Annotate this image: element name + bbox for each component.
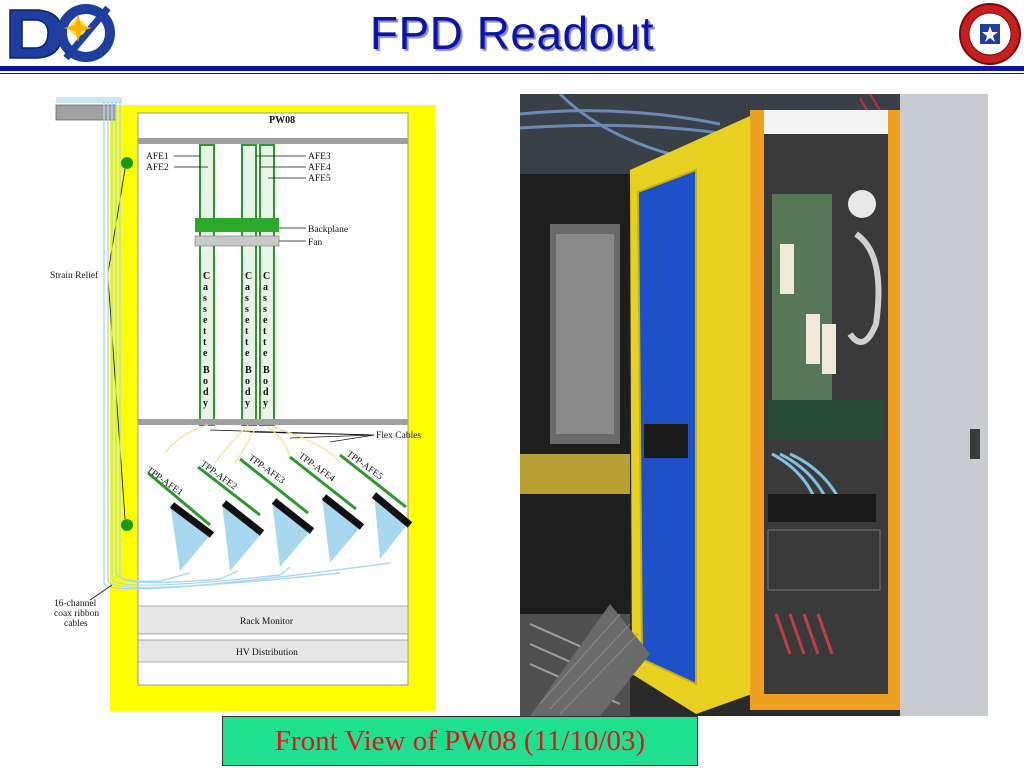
strain-relief-bottom [121, 519, 133, 531]
mid-rail [138, 419, 408, 425]
svg-text:e: e [263, 348, 268, 359]
svg-text:B: B [245, 365, 252, 376]
afe2-label: AFE2 [146, 163, 169, 173]
svg-text:t: t [263, 326, 267, 337]
hv-distribution-label: HV Distribution [236, 648, 298, 658]
coax-ribbon-cables [103, 101, 391, 590]
afe5-label: AFE5 [308, 174, 331, 184]
svg-text:C: C [203, 271, 210, 282]
tpp-board-3 [239, 457, 315, 567]
svg-text:♀: ♀ [28, 32, 36, 43]
afe3-label: AFE3 [308, 152, 331, 162]
svg-text:a: a [203, 282, 208, 293]
fan [194, 235, 280, 247]
svg-text:t: t [203, 326, 207, 337]
title-underline [0, 66, 1024, 71]
svg-text:o: o [245, 376, 250, 387]
photo-caption: Front View of PW08 (11/10/03) [222, 716, 698, 766]
fan-label: Fan [308, 238, 323, 248]
svg-text:B: B [203, 365, 210, 376]
cassette-body-text-2: C a s s e t t e B o d y [245, 271, 252, 409]
svg-text:e: e [203, 315, 208, 326]
rack-photo [519, 92, 988, 716]
svg-text:d: d [203, 387, 209, 398]
tpp-board-1 [147, 471, 215, 571]
svg-text:d: d [245, 387, 251, 398]
top-rail [138, 138, 408, 144]
svg-text:t: t [203, 337, 207, 348]
svg-text:a: a [245, 282, 250, 293]
rack-monitor [137, 605, 409, 635]
flex-cables-label: Flex Cables [376, 431, 421, 441]
strain-relief-label: Strain Relief [50, 270, 99, 281]
svg-text:s: s [263, 304, 267, 315]
tpp-board-5 [339, 453, 413, 559]
rack-label: PW08 [269, 115, 295, 126]
svg-text:e: e [245, 348, 250, 359]
uta-seal-logo [958, 2, 1022, 66]
svg-text:s: s [245, 304, 249, 315]
coax-label-line1: 16-channel [54, 599, 97, 609]
svg-text:o: o [263, 376, 268, 387]
tpp-board-4 [289, 455, 365, 563]
hv-distribution [137, 639, 409, 663]
title-underline-thin [0, 73, 1024, 74]
coax-label-line2: coax ribbon [54, 609, 99, 619]
svg-text:a: a [263, 282, 268, 293]
afe4-label: AFE4 [308, 163, 331, 173]
svg-text:t: t [245, 337, 249, 348]
svg-text:t: t [245, 326, 249, 337]
svg-text:s: s [203, 293, 207, 304]
pw08-rack-diagram: PW08 AFE1 AFE2 AFE3 AFE4 AFE5 Backplane … [50, 93, 450, 713]
svg-text:y: y [245, 398, 250, 409]
svg-text:t: t [263, 337, 267, 348]
flex-cables [164, 424, 341, 464]
svg-text:B: B [263, 365, 270, 376]
slide-title: FPD Readout [369, 7, 655, 59]
svg-text:s: s [263, 293, 267, 304]
svg-text:y: y [263, 398, 268, 409]
top-plate [55, 104, 117, 121]
afe1-label: AFE1 [146, 152, 169, 162]
svg-text:e: e [203, 348, 208, 359]
svg-text:C: C [263, 271, 270, 282]
svg-text:s: s [245, 293, 249, 304]
backplane-label: Backplane [308, 225, 348, 235]
cassette-body-text-1: C a s s e t t e B o d y [203, 271, 210, 409]
svg-text:o: o [203, 376, 208, 387]
svg-text:e: e [263, 315, 268, 326]
svg-text:d: d [263, 387, 269, 398]
svg-text:s: s [203, 304, 207, 315]
svg-text:y: y [203, 398, 208, 409]
svg-text:C: C [245, 271, 252, 282]
strain-relief-top [121, 157, 133, 169]
d0-logo: ♀ [4, 2, 116, 64]
coax-label-line3: cables [64, 619, 88, 629]
rack-monitor-label: Rack Monitor [240, 617, 294, 627]
svg-text:e: e [245, 315, 250, 326]
top-cable [56, 97, 122, 103]
tpp-board-2 [197, 465, 265, 571]
cassette-body-text-3: C a s s e t t e B o d y [263, 271, 270, 409]
backplane [195, 218, 279, 232]
